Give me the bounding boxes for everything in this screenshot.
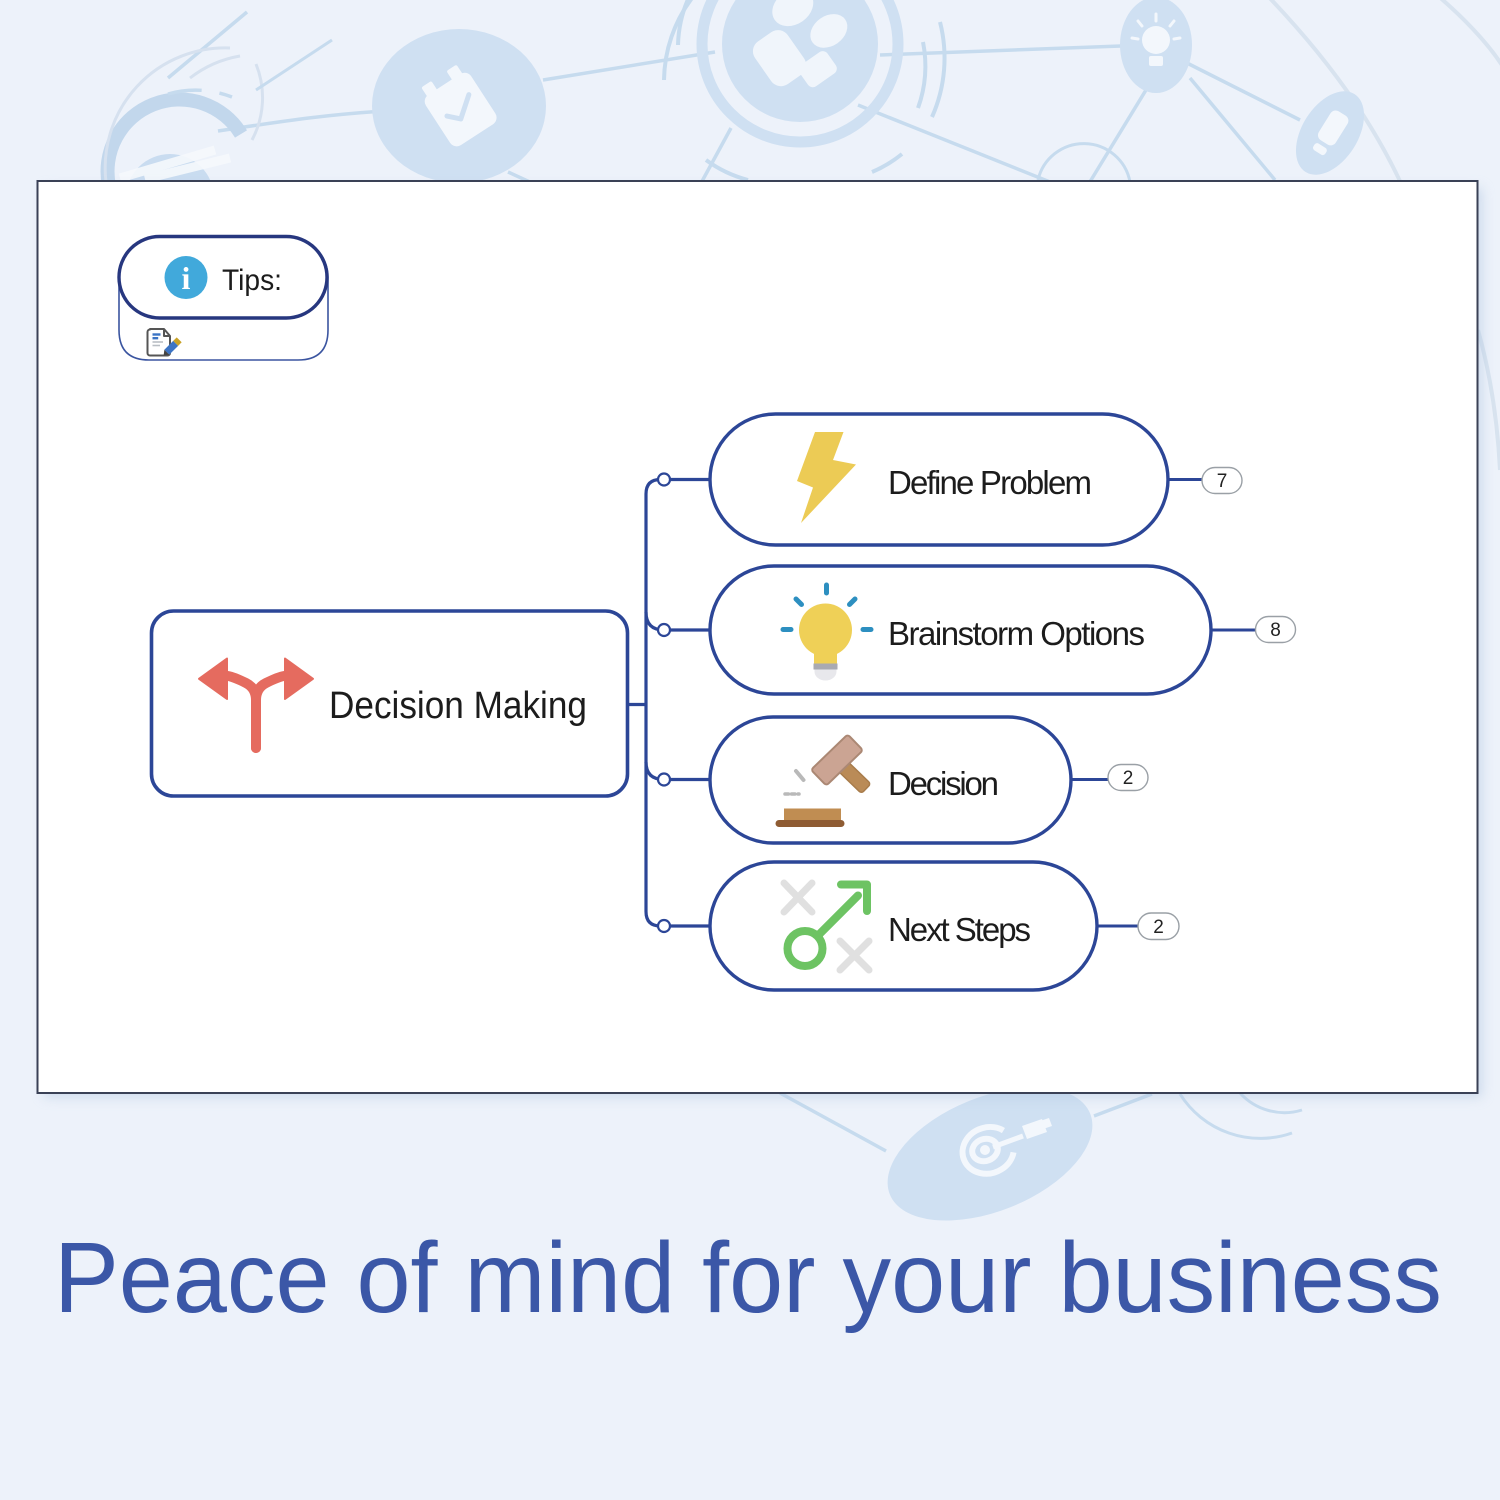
svg-text:2: 2 [1123, 768, 1134, 789]
svg-text:i: i [182, 260, 191, 296]
svg-text:Define Problem: Define Problem [888, 464, 1092, 501]
svg-text:Peace of mind for your busines: Peace of mind for your business [54, 1222, 1442, 1334]
svg-text:Decision: Decision [888, 765, 999, 802]
svg-text:8: 8 [1270, 620, 1281, 641]
svg-text:2: 2 [1153, 917, 1164, 938]
svg-text:Next Steps: Next Steps [888, 911, 1031, 948]
svg-text:7: 7 [1217, 471, 1228, 492]
svg-text:Decision Making: Decision Making [329, 685, 587, 727]
svg-text:Brainstorm Options: Brainstorm Options [888, 615, 1145, 652]
svg-text:Tips:: Tips: [222, 264, 282, 297]
